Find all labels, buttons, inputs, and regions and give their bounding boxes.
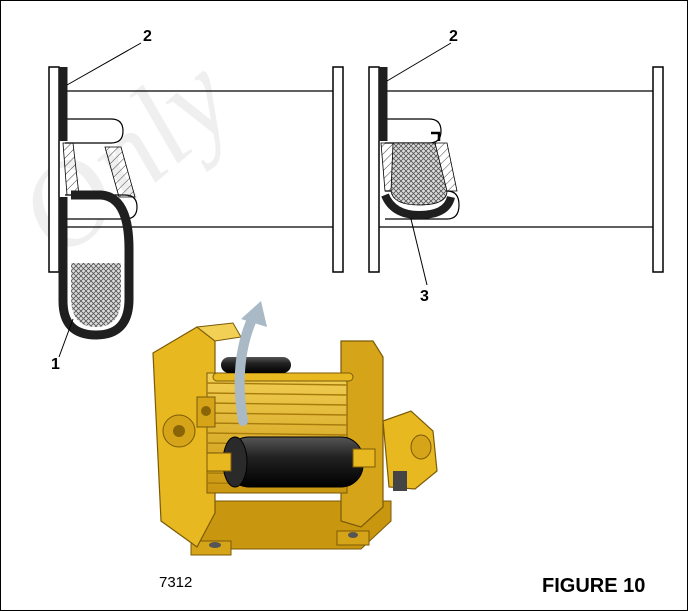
right-cover-tip: [431, 131, 441, 141]
left-rope-wrap-upper: [65, 118, 124, 144]
callout-2-left: 2: [143, 28, 152, 45]
leader-line-2-right: [386, 42, 452, 82]
winch-roller-arm-left: [206, 452, 232, 472]
right-rope-cover-wrap: [381, 193, 455, 220]
winch-arm-pivot: [201, 406, 211, 416]
winch-foot-left: [190, 540, 232, 556]
right-rope-mesh: [390, 142, 448, 206]
winch-motor-cap: [410, 434, 432, 460]
leader-line-2-left: [66, 42, 142, 86]
left-drum-diagram: [48, 42, 344, 358]
winch-illustration: [152, 301, 438, 556]
winch-bolt-right: [348, 532, 358, 538]
right-rope-wrap-upper: [385, 118, 442, 144]
winch-upper-roller: [221, 357, 291, 373]
callout-3: 3: [420, 288, 429, 305]
winch-roller-arm-right: [352, 448, 376, 468]
image-code: 7312: [159, 574, 192, 591]
right-drum-flange-left: [368, 66, 380, 273]
winch-bearing-center: [173, 425, 185, 437]
callout-1: 1: [51, 356, 60, 373]
right-drum-flange-right: [652, 66, 664, 273]
left-rope-cover-loop: [58, 190, 134, 340]
callout-2-right: 2: [449, 28, 458, 45]
winch-tie-rod: [212, 372, 354, 382]
figure-title: FIGURE 10: [542, 575, 645, 597]
left-hatch-wedge-b: [104, 146, 136, 198]
rotation-arrow-head: [241, 301, 267, 327]
leader-line-3: [410, 218, 428, 286]
winch-motor: [382, 410, 438, 490]
winch-bolt-left: [209, 542, 221, 548]
left-drum-flange-left: [48, 66, 60, 273]
winch-hose-fitting: [393, 471, 407, 491]
left-rope-mesh: [71, 263, 121, 327]
left-drum-flange-right: [332, 66, 344, 273]
rotation-arrow-shaft: [234, 312, 258, 426]
right-drum-diagram: [368, 42, 664, 286]
leader-line-1: [58, 318, 74, 358]
